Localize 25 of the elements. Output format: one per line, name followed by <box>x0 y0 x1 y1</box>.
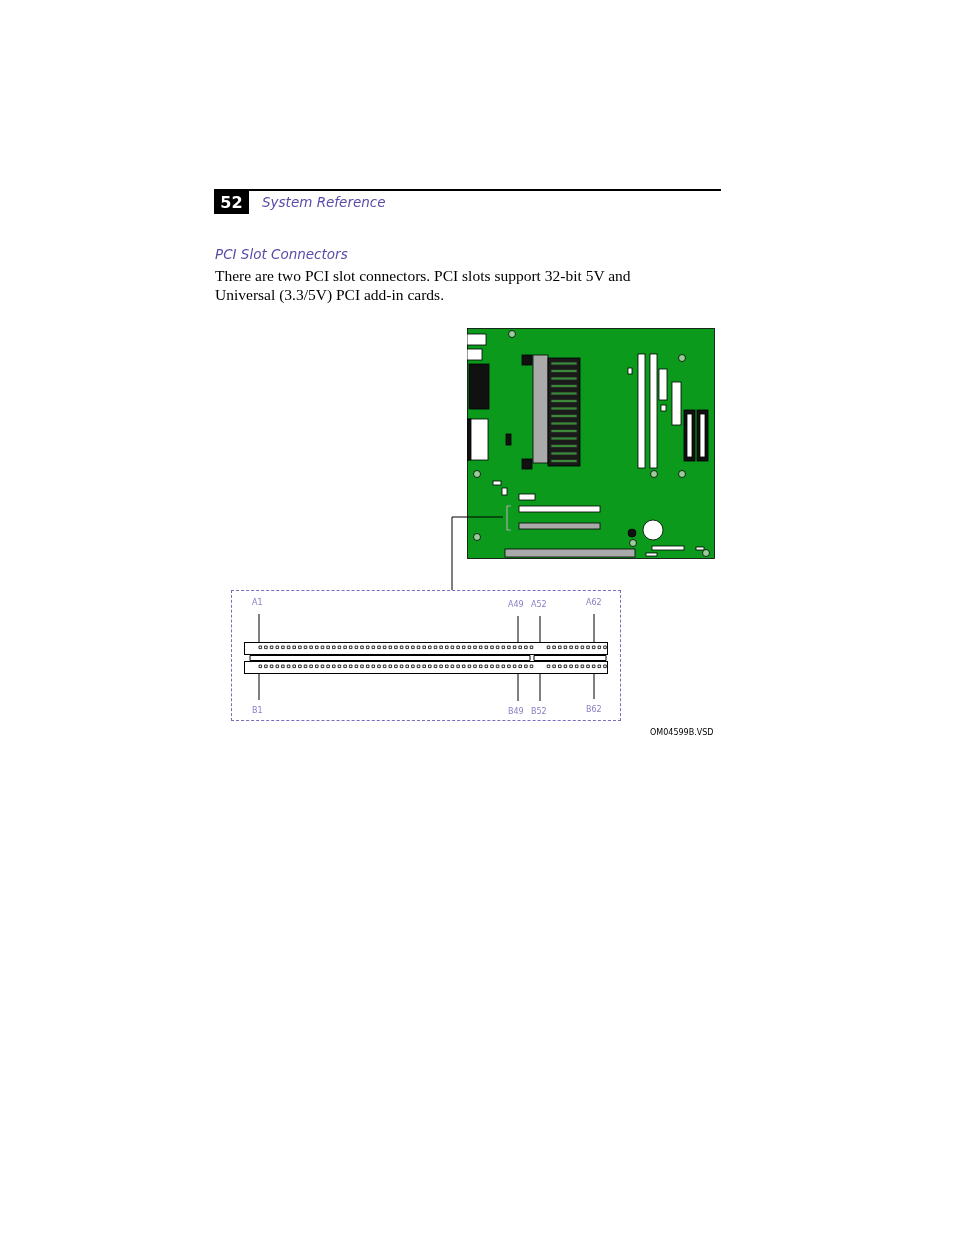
pin-label: A49 <box>508 600 524 610</box>
pin-label: B52 <box>531 707 547 717</box>
leader-line <box>258 613 260 643</box>
slot-connector <box>244 661 608 674</box>
pin-label: A1 <box>252 598 263 608</box>
pin-label: A52 <box>531 600 547 610</box>
leader-line <box>539 615 541 643</box>
leader-line <box>258 673 260 701</box>
leader-line <box>517 673 519 702</box>
leader-line <box>539 673 541 702</box>
running-header: System Reference <box>262 194 386 210</box>
pin-label: A62 <box>586 598 602 608</box>
leader-line <box>593 673 595 700</box>
leader-line <box>593 613 595 643</box>
pin-label: B49 <box>508 707 524 717</box>
leader-line <box>517 615 519 643</box>
section-heading: PCI Slot Connectors <box>215 246 348 262</box>
page-number: 52 <box>214 191 249 214</box>
body-paragraph: There are two PCI slot connectors. PCI slots support 32-bit 5V and Universal (3.3/5V) PCI add-in cards. <box>215 266 632 304</box>
detail-frame <box>231 590 621 721</box>
slot-connector <box>244 642 608 655</box>
motherboard-drawing <box>467 328 715 559</box>
file-name: OM04599B.VSD <box>650 728 714 737</box>
pin-label: B1 <box>252 706 263 716</box>
pin-label: B62 <box>586 705 602 715</box>
